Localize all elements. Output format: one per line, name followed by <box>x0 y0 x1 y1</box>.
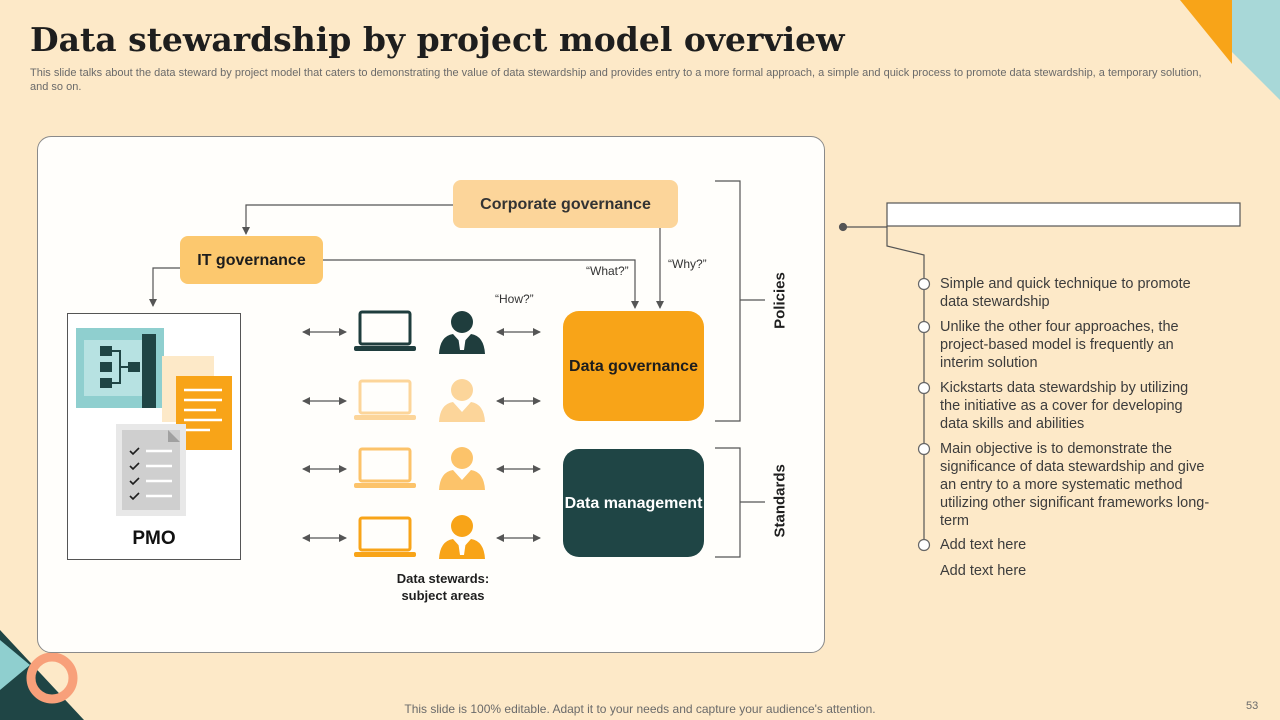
data-governance-box: Data governance <box>563 311 704 421</box>
data-stewards-icons <box>354 310 485 559</box>
page-number: 53 <box>1246 700 1259 712</box>
bullet-marker-icon <box>917 320 931 334</box>
laptop-icon <box>354 516 416 557</box>
timeline-start-dot-icon <box>838 222 848 232</box>
bullet-marker-icon <box>917 277 931 291</box>
bullet-item: Main objective is to demonstrate the sig… <box>940 441 1210 529</box>
bullet-marker-icon <box>917 442 931 456</box>
what-label: “What?” <box>586 264 629 278</box>
bullet-item: Unlike the other four approaches, the pr… <box>940 319 1179 371</box>
corner-decoration-bottom-left <box>0 630 84 720</box>
slide-subtitle: This slide talks about the data steward … <box>30 67 1202 93</box>
it-governance-box: IT governance <box>180 236 323 284</box>
laptop-icon <box>354 310 416 351</box>
corporate-governance-box: Corporate governance <box>453 180 678 228</box>
standards-label: Standards <box>771 464 789 538</box>
bullet-item: Add text here <box>940 563 1027 579</box>
bullet-item: Kickstarts data stewardship by utilizing… <box>940 380 1189 432</box>
why-label: “Why?” <box>668 257 707 271</box>
corner-decoration-top-right <box>1180 0 1280 100</box>
policies-label: Policies <box>771 272 789 329</box>
data-stewards-label: Data stewards: subject areas <box>396 571 490 603</box>
person-icon <box>439 379 485 422</box>
how-label: “How?” <box>495 292 534 306</box>
bullet-marker-icon <box>917 538 931 552</box>
slide-footer: This slide is 100% editable. Adapt it to… <box>404 702 876 716</box>
person-icon <box>439 447 485 490</box>
bullet-marker-icon <box>917 381 931 395</box>
bullet-item: Simple and quick technique to promote da… <box>940 276 1191 310</box>
bullet-item: Add text here <box>940 537 1027 553</box>
person-icon <box>439 311 485 354</box>
laptop-icon <box>354 379 416 420</box>
person-icon <box>439 515 485 559</box>
data-management-box: Data management <box>563 449 704 557</box>
slide-title: Data stewardship by project model overvi… <box>30 20 845 59</box>
laptop-icon <box>354 447 416 488</box>
pmo-documents-icon <box>76 328 232 516</box>
empty-text-box <box>886 202 1241 227</box>
pmo-label: PMO <box>132 528 176 549</box>
bullet-timeline <box>838 202 1241 552</box>
